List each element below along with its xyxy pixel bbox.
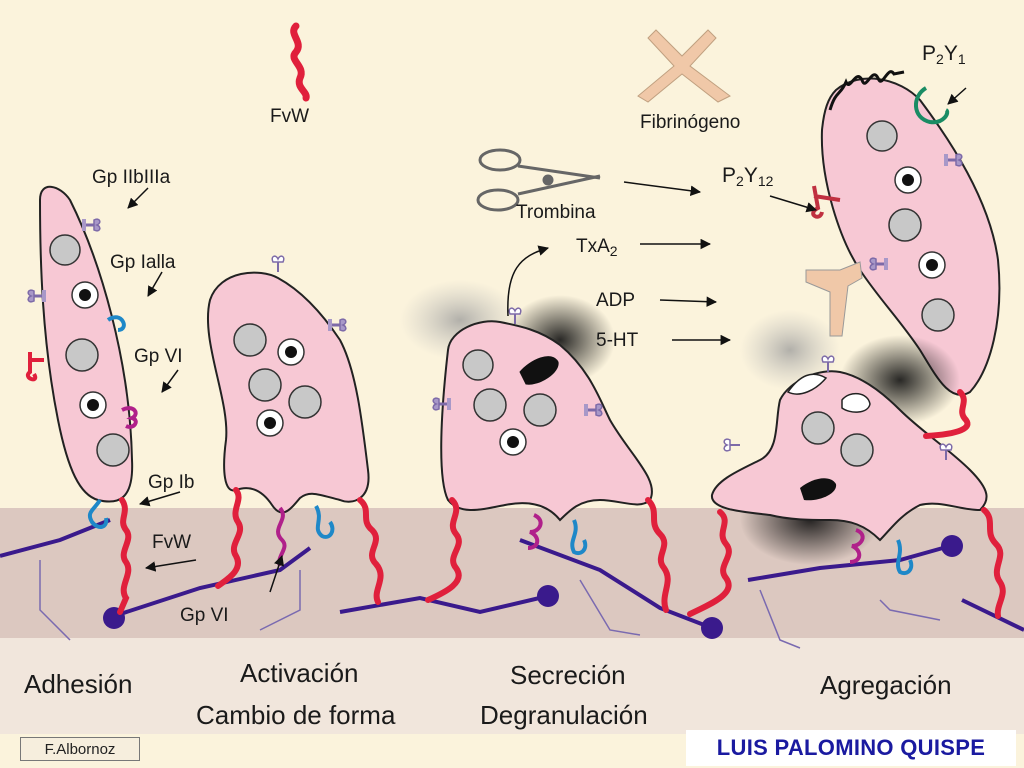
label-gp-iaiia: Gp Ialla bbox=[110, 252, 176, 273]
label-adp: ADP bbox=[596, 290, 635, 311]
label-fvw-bottom: FvW bbox=[152, 532, 191, 553]
stage-adhesion: Adhesión bbox=[24, 669, 132, 699]
platelet-secretion bbox=[400, 280, 671, 613]
collagen-fibers bbox=[0, 518, 1024, 632]
platelet-adhesion bbox=[26, 185, 138, 615]
fibrinogen-legend-icon bbox=[637, 29, 731, 103]
p2y1-receptor-icon bbox=[914, 86, 950, 125]
platelet-activation bbox=[206, 255, 384, 605]
labels: FvW Fibrinógeno Gp IIbIIIa Gp Ialla Gp V… bbox=[24, 42, 966, 730]
stage-secrecion: Secreción bbox=[510, 660, 626, 690]
label-gp-vi-bottom: Gp VI bbox=[180, 605, 229, 626]
illustrator-credit: F.Albornoz bbox=[20, 737, 140, 761]
label-p2y12: P2Y12 bbox=[722, 164, 774, 189]
arrows bbox=[127, 87, 967, 593]
label-5ht: 5-HT bbox=[596, 330, 639, 351]
collagen-nodes bbox=[103, 535, 963, 639]
label-gp-vi-top: Gp VI bbox=[134, 346, 183, 367]
platelet-aggregation-bottom bbox=[687, 310, 1006, 619]
illustrator-credit-text: F.Albornoz bbox=[44, 740, 116, 758]
stage-degranulacion: Degranulación bbox=[480, 700, 648, 730]
stage-activacion: Activación bbox=[240, 658, 359, 688]
label-fibrinogeno: Fibrinógeno bbox=[640, 112, 740, 133]
label-gp-ib: Gp Ib bbox=[148, 472, 194, 493]
label-trombina: Trombina bbox=[516, 202, 596, 223]
fvw-legend-icon bbox=[290, 22, 310, 102]
label-p2y1: P2Y1 bbox=[922, 42, 966, 67]
label-gp-iibiiia: Gp IIbIIIa bbox=[92, 167, 171, 188]
fibrinogen-bridge bbox=[805, 261, 863, 337]
author-credit-text: LUIS PALOMINO QUISPE bbox=[716, 735, 986, 760]
stage-agregacion: Agregación bbox=[820, 670, 952, 700]
platelet-aggregation-top bbox=[811, 70, 1001, 396]
label-txa2: TxA2 bbox=[576, 236, 618, 259]
author-credit: LUIS PALOMINO QUISPE bbox=[686, 730, 1016, 766]
subendothelium bbox=[0, 638, 1024, 734]
stage-cambio-forma: Cambio de forma bbox=[196, 700, 396, 730]
label-fvw-top: FvW bbox=[270, 106, 309, 127]
scissors-icon bbox=[476, 148, 601, 212]
thin-fibers bbox=[39, 560, 941, 649]
